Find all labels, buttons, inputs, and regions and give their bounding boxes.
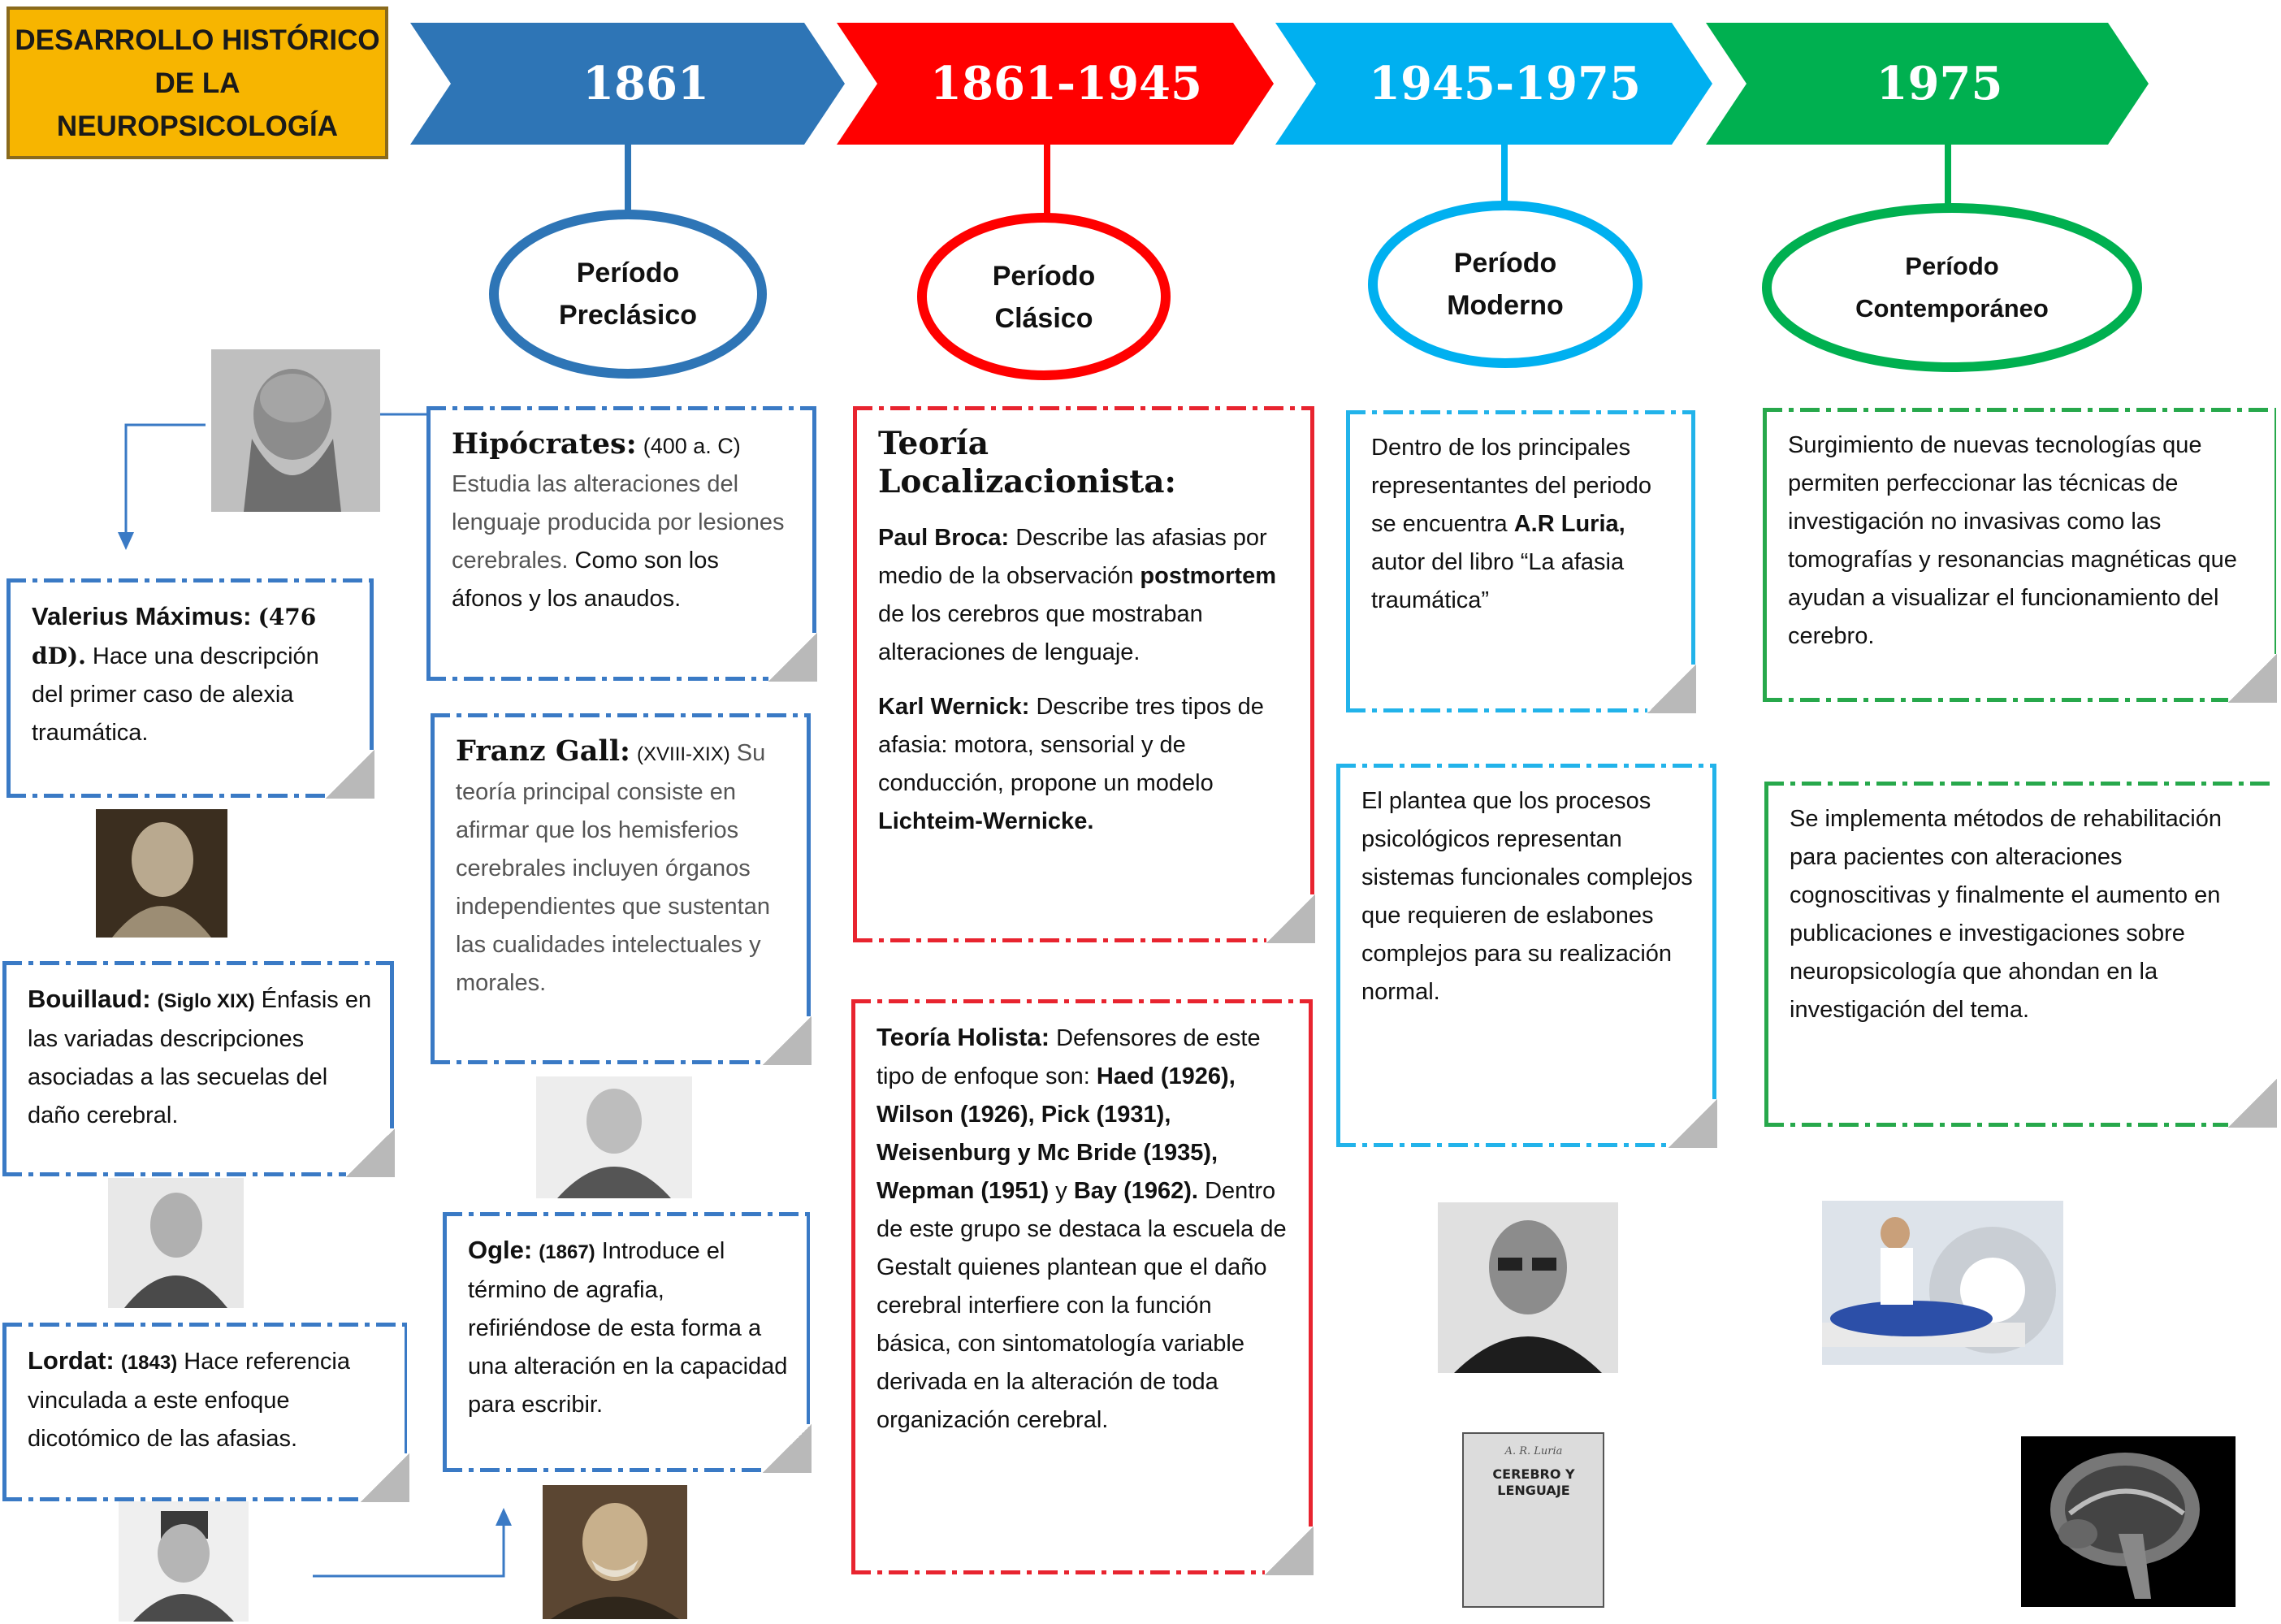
hipocrates-text-2: Como son los áfonos y los anaudos.	[452, 548, 719, 612]
brain-mri-scan	[2021, 1436, 2236, 1607]
hipocrates-date: (400 a. C)	[643, 434, 741, 458]
ogle-text: Introduce el término de agrafia, refirié…	[468, 1238, 788, 1418]
hipocrates-box: Hipócrates: (400 a. C) Estudia las alter…	[426, 406, 817, 682]
holista-bay: Bay (1962).	[1073, 1178, 1198, 1204]
hipocrates-name: Hipócrates:	[452, 427, 637, 461]
lordat-date: (1843)	[120, 1352, 178, 1374]
contemporaneo-text-2: Se implementa métodos de rehabilitación …	[1790, 806, 2222, 1023]
wernick-bold: Lichteim-Wernicke.	[878, 808, 1094, 834]
oval-preclasico	[489, 210, 767, 379]
hipocrates-text: Estudia las alteraciones del lenguaje pr…	[452, 471, 785, 574]
book-title: CEREBRO Y LENGUAJE	[1492, 1466, 1575, 1498]
period-label-preclasico: Período Preclásico	[558, 258, 698, 331]
wernick-text: Describe tres tipos de afasia: motora, s…	[878, 694, 1264, 796]
contemporaneo-text-1: Surgimiento de nuevas tecnologías que pe…	[1788, 432, 2237, 649]
broca-name: Paul Broca:	[878, 525, 1010, 551]
moderno-box-1: Dentro de los principales representantes…	[1346, 410, 1696, 713]
bouillaud-text: Énfasis en las variadas descripciones as…	[28, 987, 372, 1128]
holista-y: y	[1055, 1178, 1067, 1204]
valerius-box: Valerius Máximus: (476 dD). Hace una des…	[6, 578, 374, 799]
timeline-arrow-1861	[410, 23, 845, 145]
holista-box: Teoría Holista: Defensores de este tipo …	[851, 999, 1314, 1575]
lordat-portrait	[119, 1501, 249, 1622]
period-label-clasico: Período Clásico	[992, 261, 1096, 334]
wernick-name: Karl Wernick:	[878, 694, 1030, 720]
page-title: DESARROLLO HISTÓRICO DE LA NEUROPSICOLOG…	[6, 6, 388, 159]
bouillaud-name: Bouillaud:	[28, 985, 151, 1013]
broca-text-1: Describe las afasias por medio de la obs…	[878, 525, 1267, 589]
ogle-name: Ogle:	[468, 1236, 533, 1264]
contemporaneo-box-2: Se implementa métodos de rehabilitación …	[1764, 782, 2277, 1128]
broca-text-2: de los cerebros que mostraban alteracion…	[878, 601, 1203, 665]
year-label-1861-1945: 1861-1945	[930, 57, 1202, 110]
luria-portrait	[1438, 1202, 1618, 1373]
ogle-portrait	[543, 1485, 687, 1619]
moderno-text-1a: Dentro de los principales representantes…	[1371, 435, 1652, 537]
year-label-1975: 1975	[1876, 57, 2003, 110]
timeline-arrow-1861-1945	[837, 23, 1274, 145]
holista-heading: Teoría Holista:	[876, 1023, 1050, 1051]
gall-box: Franz Gall: (XVIII-XIX) Su teoría princi…	[431, 713, 812, 1065]
moderno-box-2: El plantea que los procesos psicológicos…	[1336, 764, 1717, 1148]
bouillaud-portrait	[108, 1178, 244, 1308]
valerius-name: Valerius Máximus:	[32, 602, 252, 630]
timeline-arrow-1945-1975	[1275, 23, 1712, 145]
hipocrates-portrait	[211, 349, 380, 512]
holista-names: Haed (1926), Wilson (1926), Pick (1931),…	[876, 1063, 1236, 1204]
period-label-moderno: Período Moderno	[1447, 248, 1564, 321]
timeline-arrow-1975	[1706, 23, 2149, 145]
moderno-text-2: El plantea que los procesos psicológicos…	[1361, 788, 1693, 1005]
year-label-1945-1975: 1945-1975	[1369, 57, 1641, 110]
mri-patient-photo	[1822, 1201, 2063, 1365]
luria-book: A. R. Luria CEREBRO Y LENGUAJE	[1462, 1432, 1604, 1608]
gall-name: Franz Gall:	[456, 734, 630, 768]
bouillaud-date: (Siglo XIX)	[157, 990, 255, 1012]
valerius-portrait	[96, 809, 227, 938]
connector-left-arrow	[124, 423, 206, 536]
ogle-box: Ogle: (1867) Introduce el término de agr…	[443, 1212, 812, 1473]
oval-clasico	[917, 213, 1171, 380]
book-author: A. R. Luria	[1504, 1445, 1563, 1457]
broca-bold: postmortem	[1140, 563, 1276, 589]
lordat-name: Lordat:	[28, 1346, 115, 1375]
valerius-date: (476 dD).	[32, 604, 317, 669]
holista-text-2: Dentro de este grupo se destaca la escue…	[876, 1178, 1287, 1433]
lordat-text: Hace referencia vinculada a este enfoque…	[28, 1349, 350, 1452]
moderno-text-1b: autor del libro “La afasia traumática”	[1371, 549, 1625, 613]
oval-contemporaneo	[1762, 203, 2142, 372]
contemporaneo-box-1: Surgimiento de nuevas tecnologías que pe…	[1763, 408, 2277, 703]
bouillaud-box: Bouillaud: (Siglo XIX) Énfasis en las va…	[2, 961, 395, 1177]
period-label-contemporaneo: Período Contemporáneo	[1855, 252, 2049, 323]
localizacionista-heading: Teoría Localizacionista:	[878, 425, 1176, 500]
ogle-date: (1867)	[539, 1241, 595, 1263]
oval-moderno	[1368, 201, 1643, 368]
connector-bottom-arrow	[313, 1523, 505, 1578]
gall-portrait	[536, 1076, 692, 1198]
gall-text: Su teoría principal consiste en afirmar …	[456, 740, 770, 996]
gall-date: (XVIII-XIX)	[637, 743, 730, 765]
holista-text-1: Defensores de este tipo de enfoque son:	[876, 1025, 1261, 1089]
lordat-box: Lordat: (1843) Hace referencia vinculada…	[2, 1323, 409, 1502]
year-label-1861: 1861	[582, 57, 709, 110]
luria-name: A.R Luria,	[1513, 511, 1625, 537]
localizacionista-box: Teoría Localizacionista: Paul Broca: Des…	[853, 406, 1315, 943]
valerius-text: Hace una descripción del primer caso de …	[32, 643, 319, 746]
